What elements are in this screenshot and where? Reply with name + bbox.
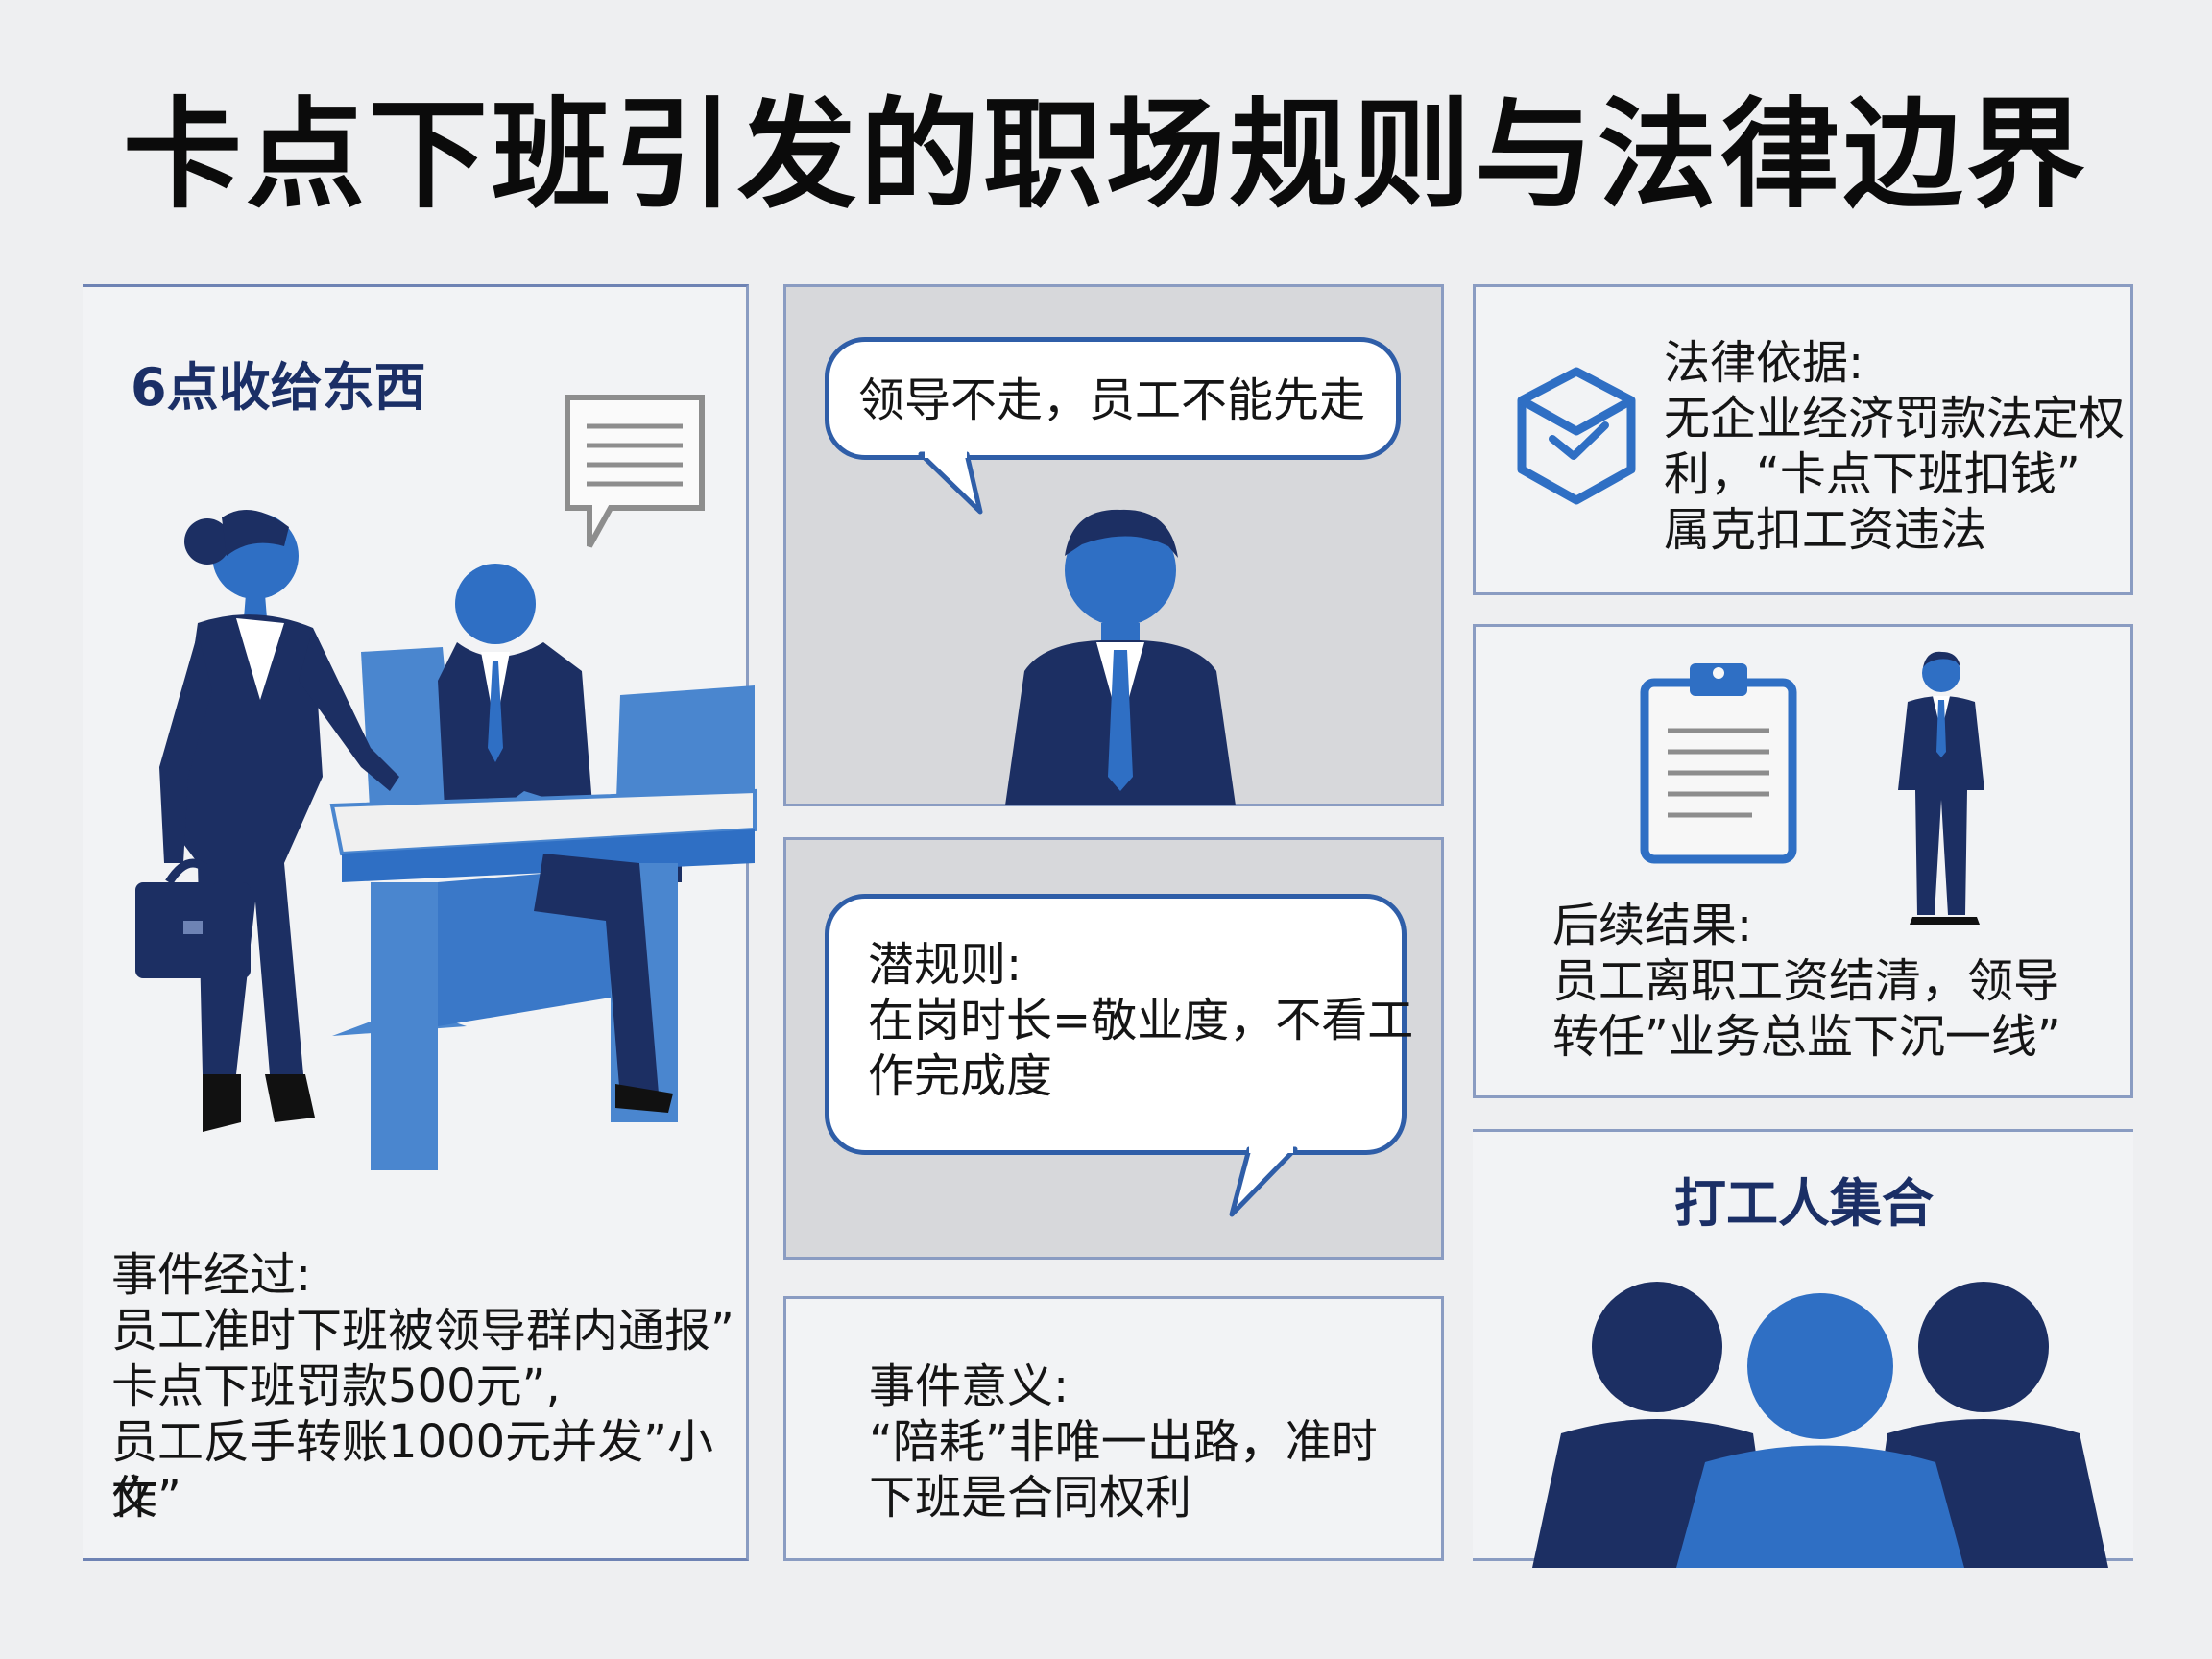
result-line: 转任”业务总监下沉一线” (1552, 1010, 2061, 1064)
event-line: 卡点下班罚款500元”, (111, 1359, 561, 1413)
meaning-line: “陪耗”非唯一出路，准时 (869, 1415, 1378, 1469)
workers-heading: 打工人集合 (1674, 1173, 1934, 1234)
event-line: 事件经过: (111, 1248, 312, 1302)
office-scene-illustration (135, 510, 757, 1170)
rule-line: 在岗时长=敬业度，不看工 (868, 994, 1414, 1047)
panel-legal-basis: 法律依据: 无企业经济罚款法定权 利，“卡点下班扣钱” 属克扣工资违法 (1473, 284, 2133, 595)
panel-meaning: 事件意义: “陪耗”非唯一出路，准时 下班是合同权利 (783, 1296, 1444, 1561)
bubble-tail (1229, 1145, 1298, 1217)
meaning-line: 事件意义: (869, 1359, 1070, 1413)
rule-line: 作完成度 (868, 1049, 1053, 1103)
result-line: 员工离职工资结清，领导 (1552, 954, 2060, 1008)
rule-speech-bubble: 潜规则: 在岗时长=敬业度，不看工 作完成度 (825, 894, 1413, 1155)
speech-bubble-icon (565, 395, 705, 548)
panel-leader: 领导不走，员工不能先走 (783, 284, 1444, 806)
workers-group-illustration (1532, 1282, 2108, 1568)
box-icon (1517, 367, 1636, 505)
panel-event-heading: 6点收给东西 (131, 357, 426, 418)
legal-line: 利，“卡点下班扣钱” (1664, 447, 2080, 501)
legal-line: 属克扣工资违法 (1664, 503, 1987, 557)
panel-result: 后续结果: 员工离职工资结清，领导 转任”业务总监下沉一线” (1473, 624, 2133, 1098)
panel-workers: 打工人集合 (1473, 1129, 2133, 1568)
bubble-tail (918, 450, 983, 515)
result-line: 后续结果: (1552, 899, 1753, 952)
event-line: 文” (111, 1471, 181, 1525)
clipboard-icon (1640, 663, 1797, 864)
leader-speech-bubble: 领导不走，员工不能先走 (825, 337, 1401, 460)
meaning-line: 下班是合同权利 (869, 1471, 1192, 1525)
event-line: 员工准时下班被领导群内通报” (111, 1304, 734, 1358)
panel-event: 6点收给东西 (83, 284, 757, 1561)
rule-line: 潜规则: (868, 938, 1022, 992)
leader-speech-text: 领导不走，员工不能先走 (858, 373, 1366, 427)
page-title: 卡点下班引发的职场规则与法律边界 (122, 86, 2089, 225)
leader-figure-illustration (1005, 509, 1236, 805)
standing-man-illustration (1898, 651, 1984, 925)
panel-hidden-rule: 潜规则: 在岗时长=敬业度，不看工 作完成度 (783, 837, 1444, 1260)
legal-line: 无企业经济罚款法定权 (1664, 392, 2126, 445)
event-line: 员工反手转账1000元并发”小作 (111, 1415, 714, 1525)
legal-line: 法律依据: (1664, 336, 1864, 390)
